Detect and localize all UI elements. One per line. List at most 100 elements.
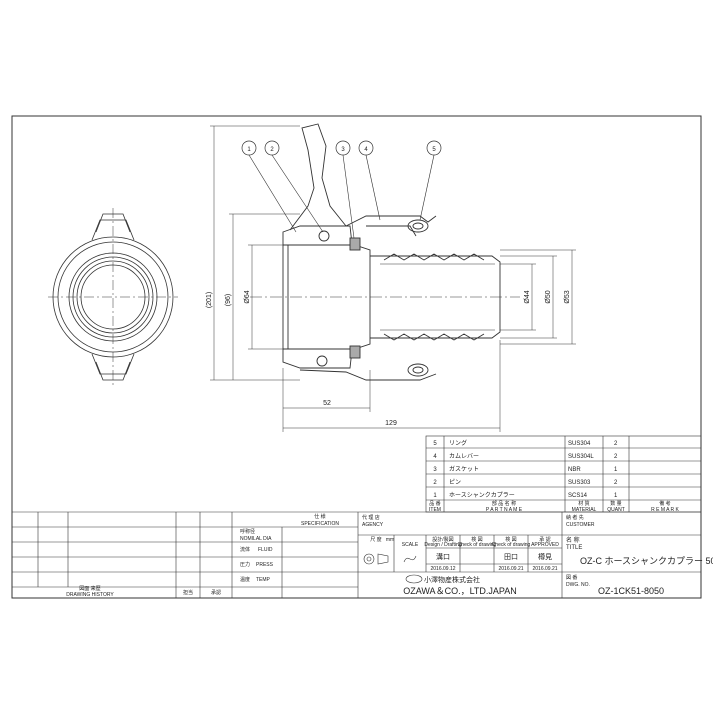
dim-50: Ø50 — [545, 290, 552, 303]
projection-label: 尺 度 — [370, 536, 381, 543]
temp-jp: 温度 — [240, 576, 250, 583]
dim-96: (96) — [225, 294, 232, 306]
header-item-jp: 品 番 — [429, 500, 440, 507]
part-material: NBR — [568, 467, 581, 473]
unit-label: mm — [386, 537, 394, 543]
part-no: 5 — [433, 441, 437, 447]
drawing-history-jp: 図面 来歴 — [79, 586, 100, 592]
design-jp: 設計/製図 — [432, 536, 453, 543]
balloon-5: 5 — [432, 147, 436, 153]
part-name: ホースシャンクカプラー — [449, 492, 515, 499]
part-no: 4 — [433, 454, 437, 460]
nominal-en: NOMILAL DIA — [240, 536, 272, 542]
customer-jp: 納 者 先 — [566, 514, 584, 521]
part-name: ピン — [449, 479, 461, 486]
agency-jp: 代 理 店 — [362, 514, 380, 521]
approved-label: 承認 — [211, 589, 221, 596]
checker-name: 田口 — [504, 553, 518, 561]
header-name-jp: 部 品 名 称 — [492, 500, 516, 507]
dim-52: 52 — [323, 400, 331, 407]
header-quant-en: QUANT — [607, 507, 625, 513]
part-no: 3 — [433, 467, 437, 473]
nominal-jp: 呼称径 — [240, 528, 255, 535]
part-name: ガスケット — [449, 465, 479, 473]
side-view — [250, 123, 520, 381]
header-name-en: P A R T N A M E — [486, 507, 523, 513]
part-qty: 1 — [614, 493, 618, 499]
dimension-lines — [210, 125, 576, 432]
header-quant-jp: 数 量 — [610, 500, 621, 507]
parts-row-5: 1 ホースシャンクカプラー SCS14 1 — [433, 492, 618, 499]
date-check: 2016.09.21 — [498, 566, 523, 572]
parts-row-4: 2 ピン SUS303 2 — [433, 479, 618, 486]
title-block-grid — [12, 511, 701, 598]
fluid-en: FLUID — [258, 547, 273, 553]
parts-row-3: 3 ガスケット NBR 1 — [433, 465, 618, 473]
design-en: Design / Drafting — [424, 542, 461, 548]
customer-en: CUSTOMER — [566, 522, 595, 528]
spec-jp: 仕 様 — [314, 513, 325, 520]
header-remark-en: R E M A R K — [651, 507, 679, 513]
agency-en: AGENCY — [362, 522, 384, 528]
approver-name: 樽見 — [538, 552, 552, 561]
parts-row-1: 5 リング SUS304 2 — [433, 439, 618, 447]
part-qty: 2 — [614, 441, 618, 447]
title-value: OZ-C ホースシャンクカプラー 50A — [580, 556, 713, 566]
part-material: SCS14 — [568, 493, 588, 499]
part-material: SUS304 — [568, 441, 591, 447]
dim-129: 129 — [385, 420, 397, 427]
designer-name: 溝口 — [436, 552, 450, 561]
sheet-border — [11, 115, 702, 599]
date-design: 2016.09.12 — [430, 566, 455, 572]
company-name-en: OZAWA＆CO.，LTD.JAPAN — [403, 586, 517, 596]
part-material: SUS304L — [568, 454, 594, 460]
projection-symbol — [363, 553, 417, 565]
balloon-leaders — [248, 154, 435, 239]
part-no: 1 — [433, 493, 437, 499]
balloon-2: 2 — [270, 147, 274, 153]
temp-en: TEMP — [256, 577, 271, 583]
part-qty: 2 — [614, 454, 618, 460]
title-en: TITLE — [566, 545, 582, 551]
balloon-1: 1 — [247, 147, 251, 153]
company-logo — [405, 574, 423, 584]
header-item-en: ITEM — [429, 507, 441, 513]
balloon-3: 3 — [341, 147, 345, 153]
header-remark-jp: 備 考 — [659, 500, 670, 507]
date-approve: 2016.09.21 — [532, 566, 557, 572]
dwg-en: DWG. NO. — [566, 582, 590, 588]
spec-en: SPECIFICATION — [301, 521, 339, 527]
balloon-4: 4 — [364, 147, 368, 153]
dim-44: Ø44 — [524, 290, 531, 303]
check-jp: 検 図 — [471, 536, 482, 543]
dim-53: Ø53 — [564, 290, 571, 303]
header-material-en: MATERIAL — [572, 507, 597, 513]
parts-list-header: 品 番 ITEM 部 品 名 称 P A R T N A M E 材 質 MAT… — [429, 500, 680, 513]
charge-label: 担当 — [183, 589, 193, 596]
part-material: SUS303 — [568, 480, 591, 486]
press-en: PRESS — [256, 562, 274, 568]
part-name: リング — [449, 439, 467, 447]
press-jp: 圧力 — [240, 561, 250, 568]
dwg-number: OZ-1CK51-8050 — [598, 586, 664, 596]
dim-201: (201) — [206, 292, 213, 308]
check2-en: Check of drawing — [492, 542, 531, 548]
balloons — [241, 140, 442, 156]
part-qty: 1 — [614, 467, 618, 473]
approve-en: APPROVED — [531, 542, 559, 548]
check2-jp: 検 図 — [505, 536, 516, 543]
fluid-jp: 流体 — [240, 546, 250, 553]
parts-row-2: 4 カムレバー SUS304L 2 — [433, 453, 618, 460]
header-material-jp: 材 質 — [578, 500, 589, 507]
approve-jp: 承 認 — [539, 536, 550, 543]
part-qty: 2 — [614, 480, 618, 486]
dwg-jp: 図 番 — [566, 574, 577, 581]
company-name-jp: 小澤物産株式会社 — [424, 575, 480, 584]
drawing-history-en: DRAWING HISTORY — [66, 592, 114, 598]
part-name: カムレバー — [449, 453, 479, 460]
end-view — [48, 208, 178, 386]
check-en: Check of drawing — [458, 542, 497, 548]
title-jp: 名 称 — [566, 536, 580, 544]
dim-64: Ø64 — [244, 290, 251, 303]
